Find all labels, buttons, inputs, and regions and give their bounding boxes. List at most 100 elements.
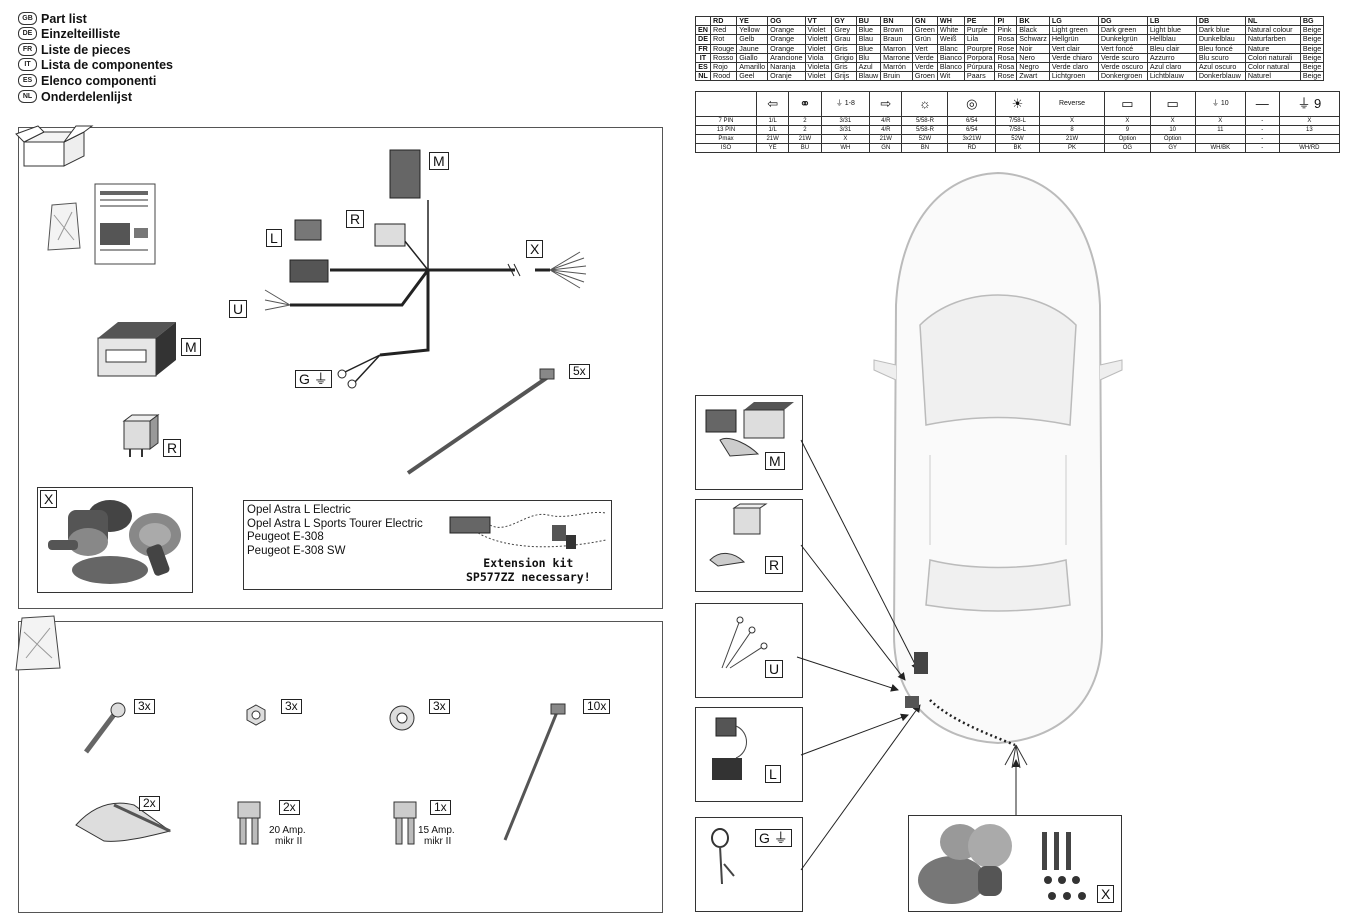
function-symbol-icon: ▭ <box>1121 96 1134 111</box>
color-name-cell: Grigio <box>831 52 857 63</box>
ground-ring-icon <box>711 828 735 885</box>
car-top-view-icon <box>873 171 1123 745</box>
color-name-cell: Red <box>709 25 738 36</box>
ground-symbol-icon: ⏚ <box>769 830 788 846</box>
function-symbol-icon: ⚭ <box>799 96 811 111</box>
fuse-15a-label: 15 Amp. mikr II <box>418 825 455 847</box>
vehicle-item: Opel Astra L Sports Tourer Electric <box>247 517 423 530</box>
callout-label-r: R <box>765 556 784 574</box>
function-symbol-icon: ⇦ <box>767 96 779 111</box>
callout-label-x: X <box>1097 885 1115 903</box>
color-name-cell: Rose <box>994 71 1018 82</box>
function-symbol-icon: ▭ <box>1166 96 1179 111</box>
color-name-cell: Rosa <box>994 34 1018 45</box>
part-label-m-harness: M <box>429 152 449 170</box>
pin-value-cell: GY <box>1149 143 1196 153</box>
vehicle-list: Opel Astra L Electric Opel Astra L Sport… <box>247 504 423 558</box>
es-flag-icon: ES <box>18 74 37 87</box>
function-icon-cell: — <box>1244 91 1280 117</box>
nl-flag-icon: NL <box>18 90 37 103</box>
screw-quantity: 3x <box>134 699 155 714</box>
color-name-cell: Beige <box>1299 71 1325 82</box>
adhesive-tape-icon <box>75 802 172 842</box>
function-symbol-icon: ⏚ 1-8 <box>835 100 855 107</box>
function-icon-cell: ▭ <box>1104 91 1151 117</box>
screw-icon <box>84 702 126 754</box>
extension-kit-note: Extension kit SP577ZZ necessary! <box>466 556 591 584</box>
callout-label-g: G ⏚ <box>755 829 792 847</box>
small-parts-bag-icon <box>15 615 61 671</box>
long-cable-tie-icon <box>503 703 566 841</box>
color-name-cell: Blanc <box>936 43 965 54</box>
part-label-r-harness: R <box>346 210 365 228</box>
pin-value-cell: BU <box>788 143 822 153</box>
part-list-title: Liste de pieces <box>41 42 131 57</box>
function-symbol-icon: Reverse <box>1058 100 1086 107</box>
relay-icon <box>122 414 160 457</box>
relay-callout-icon <box>709 503 768 567</box>
adhesive-tape-quantity: 2x <box>139 796 160 811</box>
nut-icon <box>246 704 266 726</box>
function-symbol-icon: — <box>1255 96 1269 111</box>
callout-label-m: M <box>765 452 785 470</box>
lang-row-es: ES Elenco componenti <box>18 73 156 88</box>
parts-bag-icon <box>47 202 81 251</box>
function-symbol-icon: ⏚ 10 <box>1211 100 1229 107</box>
fuse-20a-quantity: 2x <box>279 800 300 815</box>
color-name-cell: Orange <box>767 25 806 36</box>
long-cable-tie-quantity: 10x <box>583 699 611 714</box>
part-list-title: Elenco componenti <box>41 73 157 88</box>
color-name-cell: Beige <box>1299 52 1325 63</box>
callout-label-l: L <box>765 765 781 783</box>
function-symbol-icon: ☀ <box>1011 96 1024 111</box>
de-flag-icon: DE <box>18 27 37 40</box>
function-symbol-icon: ⇨ <box>880 96 892 111</box>
function-icon-cell: ☼ <box>901 91 949 117</box>
package-box-icon <box>15 125 94 167</box>
trailer-socket-icon <box>48 500 181 584</box>
lamp-connector-icon <box>712 717 747 780</box>
wiring-harness-icon <box>264 149 587 389</box>
part-list-title: Einzelteilliste <box>41 26 121 41</box>
color-name-cell: Rosso <box>709 52 738 63</box>
color-name-cell: Rouge <box>709 43 738 54</box>
part-label-x: X <box>40 490 58 508</box>
color-name-cell: Bianco <box>936 52 965 63</box>
color-name-cell: Grau <box>831 34 857 45</box>
washer-quantity: 3x <box>429 699 450 714</box>
small-parts-panel <box>18 621 663 913</box>
pin-value-cell: BN <box>901 143 949 153</box>
part-list-title: Lista de componentes <box>41 57 173 72</box>
pin-value-cell: WH/BK <box>1194 143 1246 153</box>
gb-flag-icon: GB <box>18 12 37 25</box>
vehicle-item: Peugeot E-308 <box>247 531 324 543</box>
fuse-15a-icon <box>393 801 417 845</box>
color-name-cell: Beige <box>1299 25 1325 36</box>
nut-quantity: 3x <box>281 699 302 714</box>
color-name-cell: Weiß <box>936 34 965 45</box>
color-name-cell: Rood <box>709 71 738 82</box>
socket-assembly-icon <box>918 824 1086 904</box>
fuse-20a-label: 20 Amp. mikr II <box>269 825 306 847</box>
color-name-cell: Orange <box>767 34 806 45</box>
part-label-g: G ⏚ <box>295 370 332 388</box>
part-label-m: M <box>181 338 201 356</box>
color-name-cell: Arancione <box>767 52 806 63</box>
manual-document-icon <box>94 183 156 265</box>
pin-icon-row: ⇦⚭⏚ 1-8⇨☼◎☀Reverse▭▭⏚ 10—⏚ 9 <box>695 91 1341 117</box>
pin-value-cell: WH/RD <box>1278 143 1341 153</box>
vehicle-note-panel <box>243 500 612 590</box>
fuse-20a-icon <box>237 801 261 845</box>
wire-leads-icon <box>721 616 768 669</box>
